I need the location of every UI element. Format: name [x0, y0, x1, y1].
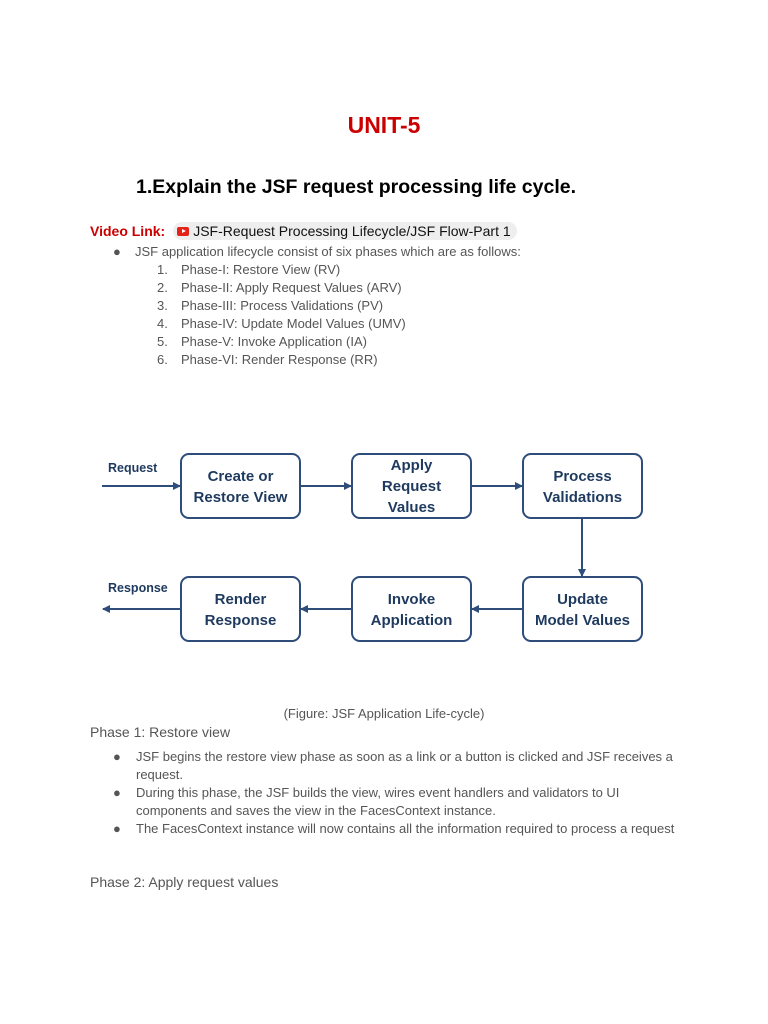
box-render-line1: Render — [215, 591, 267, 608]
box-create-line1: Create or — [208, 468, 274, 485]
box-invoke-application — [351, 576, 472, 642]
figure-caption: (Figure: JSF Application Life-cycle) — [283, 706, 485, 721]
video-link-label: Video Link: — [90, 223, 166, 239]
box-create-restore-view — [180, 453, 301, 519]
list-item: ● JSF begins the restore view phase as s… — [113, 749, 673, 782]
phase-list-item: 1.Phase-I: Restore View (RV) — [157, 262, 341, 277]
intro-text: JSF application lifecycle consist of six… — [135, 244, 521, 259]
box-invoke-line2: Application — [371, 612, 453, 629]
unit-title: UNIT-5 — [347, 112, 421, 138]
box-apply-line1: Apply — [391, 457, 433, 474]
box-invoke-line1: Invoke — [388, 591, 436, 608]
youtube-icon — [177, 226, 190, 236]
phase-list-item: 6.Phase-VI: Render Response (RR) — [157, 352, 378, 367]
box-render-line2: Response — [205, 612, 277, 629]
box-update-line2: Model Values — [535, 612, 630, 629]
box-update-line1: Update — [557, 591, 608, 608]
box-apply-line3: Values — [388, 499, 436, 516]
question-heading: 1.Explain the JSF request processing lif… — [136, 176, 576, 198]
request-label: Request — [108, 461, 158, 475]
box-update-model-values — [522, 576, 643, 642]
video-link-text: JSF-Request Processing Lifecycle/JSF Flo… — [193, 223, 511, 239]
box-process-line2: Validations — [543, 489, 622, 506]
phase-list-item: 5.Phase-V: Invoke Application (IA) — [157, 334, 367, 349]
intro-bullet: ● JSF application lifecycle consist of si… — [113, 244, 521, 259]
bullet-dot: ● — [113, 244, 121, 259]
list-item: ● During this phase, the JSF builds the … — [113, 785, 620, 818]
box-render-response — [180, 576, 301, 642]
phase-list-item: 2.Phase-II: Apply Request Values (ARV) — [157, 280, 402, 295]
box-apply-line2: Request — [382, 478, 441, 495]
phase-list-item: 4.Phase-IV: Update Model Values (UMV) — [157, 316, 406, 331]
box-create-line2: Restore View — [194, 489, 288, 506]
bullet-dot: ● — [113, 785, 121, 800]
video-link-chip[interactable]: JSF-Request Processing Lifecycle/JSF Flo… — [173, 222, 517, 240]
phase2-heading: Phase 2: Apply request values — [90, 874, 279, 890]
lifecycle-diagram: Request Create or Restore View Apply Req… — [102, 453, 643, 642]
response-label: Response — [108, 581, 168, 595]
phase-list: 1.Phase-I: Restore View (RV) 2.Phase-II:… — [157, 262, 406, 370]
box-process-line1: Process — [553, 468, 611, 485]
phase1-heading: Phase 1: Restore view — [90, 724, 231, 740]
box-process-validations — [522, 453, 643, 519]
list-item: ● The FacesContext instance will now con… — [113, 821, 675, 836]
phase1-bullets: ● JSF begins the restore view phase as s… — [113, 748, 683, 838]
phase-list-item: 3.Phase-III: Process Validations (PV) — [157, 298, 384, 313]
bullet-dot: ● — [113, 749, 121, 764]
bullet-dot: ● — [113, 821, 121, 836]
video-link-row: Video Link: JSF-Request Processing Lifec… — [90, 222, 517, 240]
